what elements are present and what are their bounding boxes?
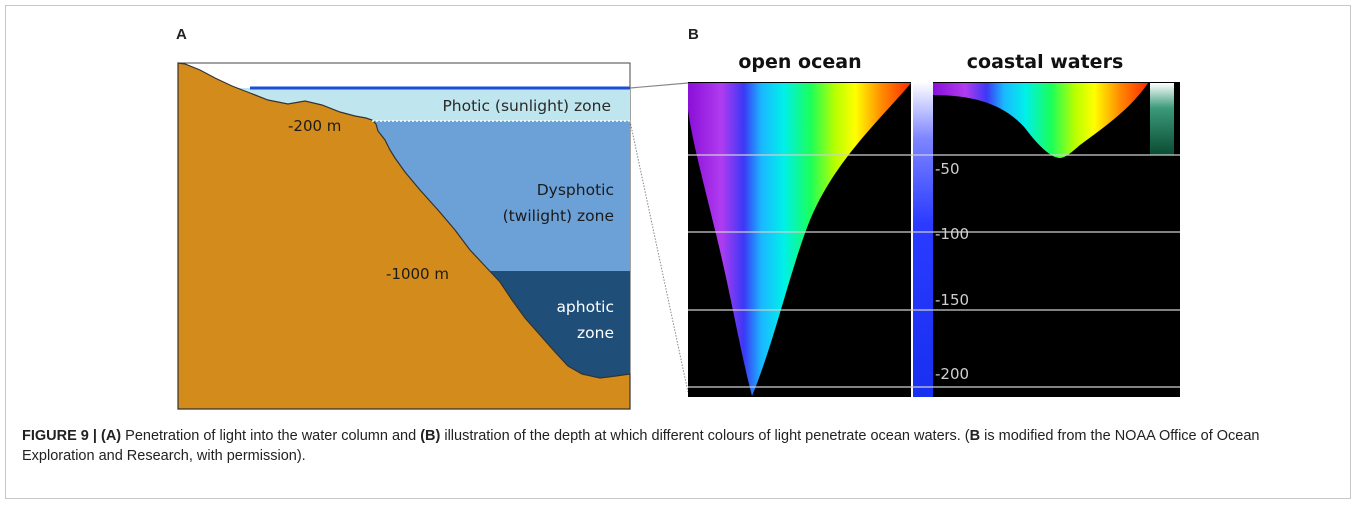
zoom-connector-bottom [629,120,689,393]
depth-gridlines [688,154,1180,388]
coastal-waters-title: coastal waters [967,51,1124,73]
depth-tick-100: -100 [935,225,969,243]
depth-tick-50: -50 [935,160,960,178]
photic-zone-label: Photic (sunlight) zone [442,97,611,115]
zoom-connector-top [629,82,689,89]
figure-9: A Photic (sunlight) zone Dysphotic (twil… [176,26,1180,410]
panel-b: B open ocean coastal waters -50 -100 -15… [688,26,1180,397]
aphotic-label-line1: aphotic [556,298,614,316]
panel-b-letter: B [688,26,699,43]
coastal-green-bar [1150,83,1174,155]
depth-label-1000: -1000 m [386,265,449,283]
depth-label-200: -200 m [288,117,341,135]
caption-text-2: illustration of the depth at which diffe… [440,428,970,444]
depth-scale-bar [913,82,933,397]
caption-b-label: (B) [420,428,441,444]
caption-a-label: (A) [101,428,122,444]
seafloor [177,62,631,410]
caption-b-letter: B [969,428,981,444]
dysphotic-label-line1: Dysphotic [537,181,614,199]
figure-frame [5,5,1351,499]
depth-tick-150: -150 [935,291,969,309]
dysphotic-label-line2: (twilight) zone [503,207,614,225]
caption-text-3: is modified from the NOAA Office of Ocea… [22,428,1260,464]
figure-caption: FIGURE 9 | (A) Penetration of light into… [22,426,1332,466]
aphotic-label-line2: zone [577,324,614,342]
open-ocean-title: open ocean [738,51,861,73]
depth-tick-200: -200 [935,365,969,383]
open-ocean-spectrum [688,83,911,396]
coastal-spectrum [933,83,1148,158]
panel-a-letter: A [176,26,187,43]
caption-text-1: Penetration of light into the water colu… [121,428,421,444]
panel-a: A Photic (sunlight) zone Dysphotic (twil… [176,26,689,410]
figure-label: FIGURE 9 | [22,428,97,444]
